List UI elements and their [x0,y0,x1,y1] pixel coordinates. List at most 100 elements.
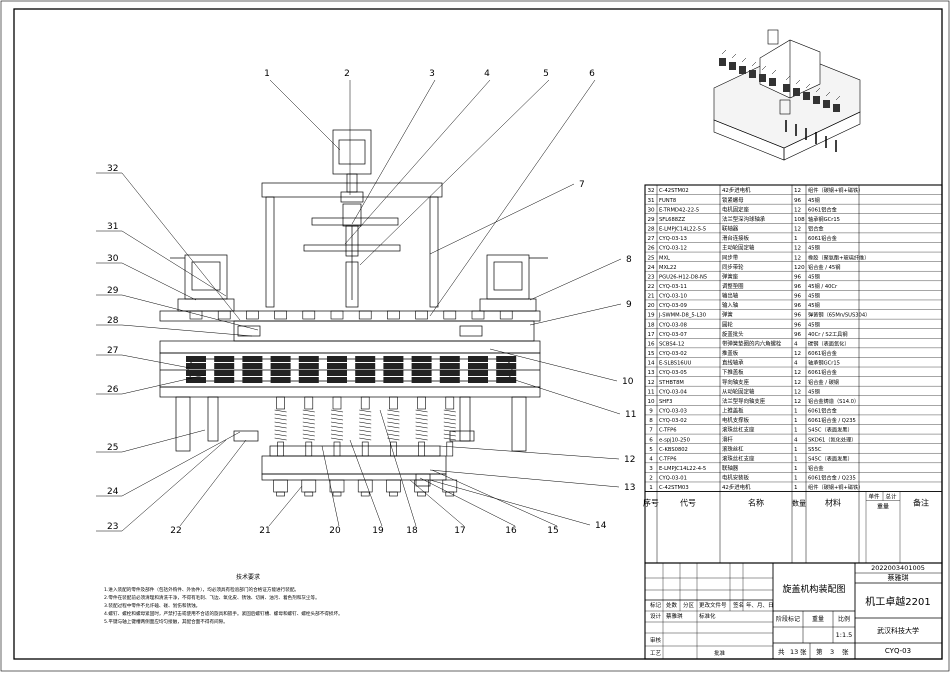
balloon-9: 9 [529,300,632,326]
title-block [644,562,943,660]
svg-text:C-KBS0802: C-KBS0802 [659,447,688,453]
iso-spindle [729,53,737,70]
note-1: 1.进入装配的零件及部件（包括外购件、外协件），均必须具有检验部门的合格证方能进… [104,586,299,593]
svg-text:CYQ-03-11: CYQ-03-11 [659,284,687,290]
class-name: 机工卓越2201 [865,595,930,608]
balloon-31: 31 [96,222,227,297]
balloon-22: 22 [170,439,247,536]
balloon-12: 12 [439,445,635,465]
iso-spindle [759,65,767,82]
balloon-5: 5 [359,69,550,266]
svg-text:输出轴: 输出轴 [722,292,738,300]
note-3: 3.装配过程中零件不允许磕、碰、划伤和锈蚀。 [104,602,200,609]
svg-text:12: 12 [794,380,801,386]
svg-text:弹簧: 弹簧 [722,311,733,319]
svg-text:轴承钢GCr15: 轴承钢GCr15 [808,215,840,223]
svg-text:输入轴: 输入轴 [722,301,738,309]
svg-text:96: 96 [794,198,802,204]
svg-text:单件: 单件 [868,493,880,501]
svg-text:18: 18 [647,322,655,328]
svg-text:J-SWMM-D8_5-L30: J-SWMM-D8_5-L30 [658,313,706,319]
svg-text:18: 18 [406,526,418,536]
svg-text:24: 24 [647,265,655,271]
bom-header: 序号代号名称数量材料单件总计重量备注 [643,491,942,563]
svg-text:电机固定座: 电机固定座 [722,205,750,213]
svg-text:6: 6 [589,69,595,79]
svg-text:S55C: S55C [808,447,822,453]
svg-text:同步带: 同步带 [722,254,739,261]
svg-text:19: 19 [647,313,655,319]
svg-text:电机安装板: 电机安装板 [722,474,750,482]
balloon-13: 13 [429,469,635,493]
svg-text:26: 26 [107,385,119,395]
svg-text:9: 9 [649,409,653,415]
svg-text:15: 15 [647,351,655,357]
svg-text:S45C（表面发黑）: S45C（表面发黑） [808,454,853,462]
svg-text:5: 5 [543,69,549,79]
spindle [214,310,235,383]
spindle [411,310,432,497]
notes-title: 技术要求 [236,573,260,581]
svg-text:45钢: 45钢 [808,272,820,280]
svg-text:旋盖批头: 旋盖批头 [722,330,744,338]
sheet-number: 3 [830,648,834,656]
svg-text:PGU26-H12-D8-N5: PGU26-H12-D8-N5 [659,274,707,280]
svg-text:CYQ-03-09: CYQ-03-09 [659,303,687,309]
balloon-18: 18 [379,409,418,536]
balloon-19: 19 [349,439,384,536]
svg-text:12: 12 [647,380,654,386]
svg-text:25: 25 [647,255,655,261]
svg-text:CYQ-03-13: CYQ-03-13 [659,236,687,242]
svg-text:备注: 备注 [913,498,929,508]
svg-text:SCBS4-12: SCBS4-12 [659,341,684,347]
svg-text:17: 17 [647,332,655,338]
review-label: 审核 [650,636,662,644]
svg-text:16: 16 [505,526,517,536]
svg-text:12: 12 [794,207,801,213]
svg-text:4: 4 [794,437,798,443]
svg-text:6061铝合金: 6061铝合金 [808,234,838,242]
balloon-6: 6 [429,69,596,317]
svg-text:e-spj10-250: e-spj10-250 [659,437,690,443]
svg-text:铝合金铸造（S14.0）: 铝合金铸造（S14.0） [808,397,859,405]
balloon-25: 25 [96,429,206,453]
svg-text:28: 28 [107,316,119,326]
iso-spindle [813,87,821,104]
svg-text:25: 25 [107,443,118,453]
balloon-29: 29 [96,286,259,331]
balloon-7: 7 [429,180,585,255]
svg-text:E-LMPJC14L22-5-5: E-LMPJC14L22-5-5 [659,227,706,233]
svg-text:带弹簧垫圈的内六角螺栓: 带弹簧垫圈的内六角螺栓 [722,339,782,347]
lower-push-plate [269,445,441,457]
svg-text:23: 23 [107,522,118,532]
rev-doc: 更改文件号 [699,601,727,609]
main-plate [159,340,541,354]
svg-text:42步进电机: 42步进电机 [722,483,751,491]
spindle [242,310,263,383]
svg-text:29: 29 [647,217,655,223]
svg-text:32: 32 [107,164,118,174]
svg-text:主动轮固定轴: 主动轮固定轴 [722,244,754,252]
svg-text:6: 6 [649,437,653,443]
svg-text:7: 7 [649,428,653,434]
svg-text:CYQ-03-07: CYQ-03-07 [659,332,687,338]
balloon-24: 24 [96,431,241,497]
balloon-23: 23 [96,439,227,532]
svg-text:8: 8 [649,418,653,424]
balloon-2: 2 [344,69,351,195]
spindle [270,310,291,497]
svg-text:22: 22 [647,284,654,290]
svg-text:1: 1 [649,485,653,491]
svg-text:12: 12 [794,399,801,405]
spindle [383,310,404,497]
